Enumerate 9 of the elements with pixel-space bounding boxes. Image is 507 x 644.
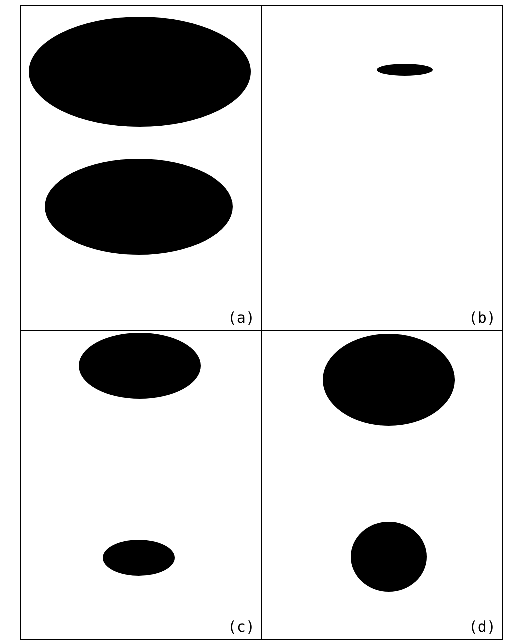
figure-panel	[261, 330, 503, 640]
panel-label: (d)	[468, 619, 496, 635]
ellipse-shape	[377, 64, 433, 76]
figure-panel	[20, 5, 262, 331]
panel-label: (c)	[228, 619, 255, 635]
figure-panel	[261, 5, 503, 331]
panel-label: (a)	[228, 310, 255, 326]
figure-panel	[20, 330, 262, 640]
panel-label: (b)	[468, 310, 496, 326]
